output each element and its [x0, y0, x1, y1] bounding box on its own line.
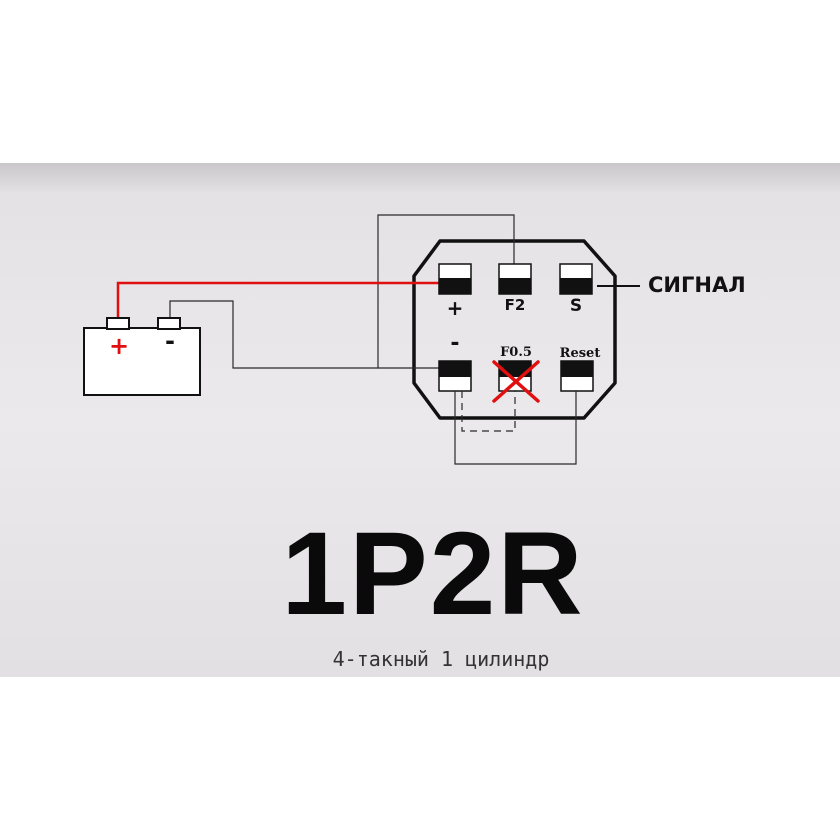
pin-reset-label: Reset: [560, 346, 601, 361]
pin-f2-label: F2: [505, 296, 526, 314]
signal-label: СИГНАЛ: [648, 273, 746, 297]
battery-minus-label: -: [165, 327, 175, 355]
battery-icon: [83, 317, 201, 396]
pin-f05-label: F0.5: [500, 345, 532, 360]
battery-negative-wire: [169, 300, 378, 369]
battery-plus-label: +: [109, 332, 129, 360]
battery-positive-wire: [116, 281, 439, 318]
minus-reset-wire: [454, 391, 577, 465]
pin-plus-label: +: [447, 296, 464, 320]
pin-f2: [498, 263, 532, 295]
model-title: 1P2R: [281, 508, 584, 640]
pin-s-label: S: [570, 296, 582, 316]
module-outline: [412, 239, 617, 420]
model-subtitle: 4-такный 1 цилиндр: [333, 647, 550, 671]
pin-minus: [438, 360, 472, 392]
disabled-cross-icon: [492, 360, 540, 403]
pin-reset: [560, 360, 594, 392]
pin-minus-label: -: [450, 331, 459, 356]
pin-plus: [438, 263, 472, 295]
minus-f05-dashed-wire: [461, 391, 516, 432]
pin-f05: [498, 360, 532, 392]
f2-ground-wire: [377, 214, 515, 369]
pin-s: [559, 263, 593, 295]
content-band: [0, 163, 840, 677]
